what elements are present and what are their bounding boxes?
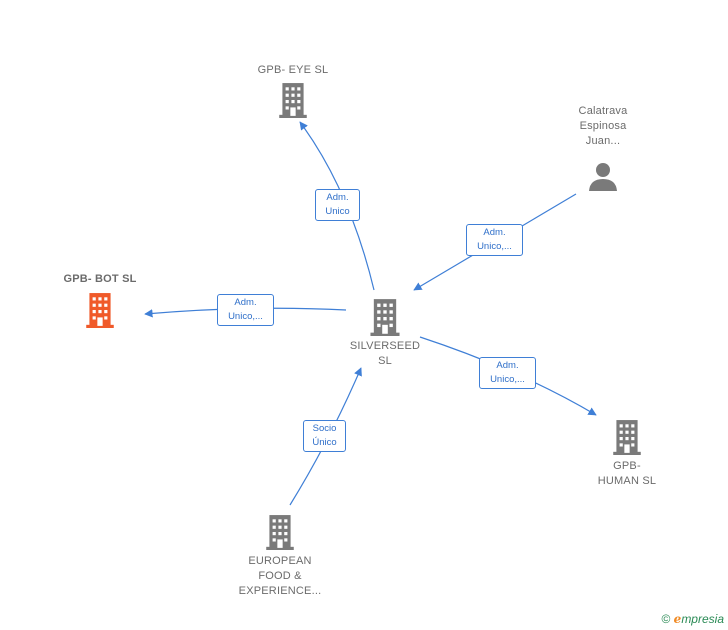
node-european-food[interactable]: EUROPEAN FOOD & EXPERIENCE... xyxy=(230,514,330,599)
node-silverseed[interactable]: SILVERSEED SL xyxy=(335,298,435,369)
building-icon xyxy=(279,83,307,118)
node-label: GPB- BOT SL xyxy=(63,273,137,285)
empresia-brand: © empresia xyxy=(661,612,724,626)
person-icon xyxy=(589,163,617,191)
node-label: SILVERSEED xyxy=(349,340,421,352)
node-label: EUROPEAN xyxy=(248,555,312,567)
edge-label-from-european[interactable]: Socio Único xyxy=(303,420,346,452)
node-label: Calatrava xyxy=(578,105,628,117)
edge-label-from-calatrava[interactable]: Adm. Unico,... xyxy=(466,224,523,256)
node-label: GPB- EYE SL xyxy=(257,64,329,76)
edge-label-to-gpb-eye[interactable]: Adm. Unico xyxy=(315,189,360,221)
node-label: Espinosa xyxy=(579,120,627,132)
edge-label-to-gpb-human[interactable]: Adm. Unico,... xyxy=(479,357,536,389)
building-icon xyxy=(370,299,400,336)
edge-label-to-gpb-bot[interactable]: Adm. Unico,... xyxy=(217,294,274,326)
node-gpb-bot[interactable]: GPB- BOT SL xyxy=(50,272,150,328)
node-gpb-eye[interactable]: GPB- EYE SL xyxy=(243,63,343,118)
node-label: EXPERIENCE... xyxy=(238,585,322,597)
node-gpb-human[interactable]: GPB- HUMAN SL xyxy=(577,419,677,489)
node-label: FOOD & xyxy=(258,570,302,582)
node-label: HUMAN SL xyxy=(597,475,657,487)
brand-logo-text: mpresia xyxy=(681,612,724,626)
node-label: SL xyxy=(378,355,392,367)
building-icon xyxy=(613,420,641,455)
building-icon xyxy=(266,515,294,550)
brand-logo-e: e xyxy=(673,612,682,626)
copyright-icon: © xyxy=(661,612,671,626)
node-label: GPB- xyxy=(613,460,641,472)
node-label: Juan... xyxy=(585,135,621,147)
building-icon xyxy=(86,293,114,328)
node-calatrava[interactable]: Calatrava Espinosa Juan... xyxy=(553,104,653,191)
